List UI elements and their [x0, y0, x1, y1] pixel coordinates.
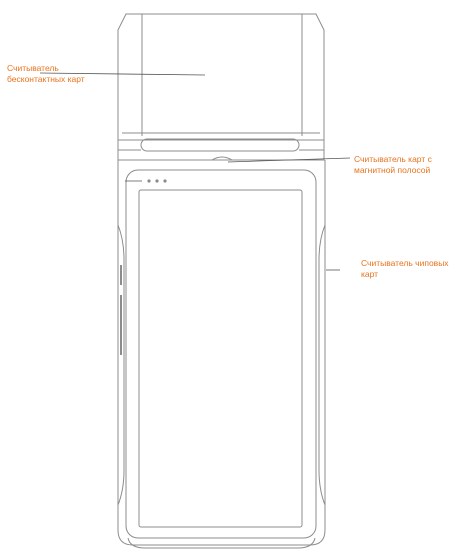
bottom-lip — [127, 537, 316, 549]
label-chip-line2: карт — [361, 269, 379, 279]
sensor-dot — [163, 179, 167, 183]
label-chip-reader: Считыватель чиповых карт — [361, 258, 449, 280]
callout-line-magstripe — [227, 157, 351, 163]
label-magstripe-reader: Считыватель карт с магнитной полосой — [354, 154, 432, 176]
display-area — [138, 189, 303, 528]
label-contactless-line2: бесконтактных карт — [7, 74, 85, 84]
screen-bezel — [125, 169, 317, 539]
body-outline — [117, 160, 326, 546]
sensor-dots — [147, 179, 167, 183]
magstripe-notch — [211, 156, 233, 161]
left-grip — [117, 224, 125, 506]
sensor-dot — [147, 179, 151, 183]
callout-line-contactless — [39, 72, 206, 76]
printer-module-outline — [117, 13, 325, 141]
paper-slot — [140, 138, 300, 152]
label-magstripe-line2: магнитной полосой — [354, 165, 431, 175]
label-chip-line1: Считыватель чиповых — [361, 258, 449, 268]
label-contactless-line1: Считыватель — [7, 63, 59, 73]
sensor-dot — [155, 179, 159, 183]
label-contactless-reader: Считыватель бесконтактных карт — [7, 63, 85, 85]
label-magstripe-line1: Считыватель карт с — [354, 154, 432, 164]
right-grip — [318, 224, 326, 506]
